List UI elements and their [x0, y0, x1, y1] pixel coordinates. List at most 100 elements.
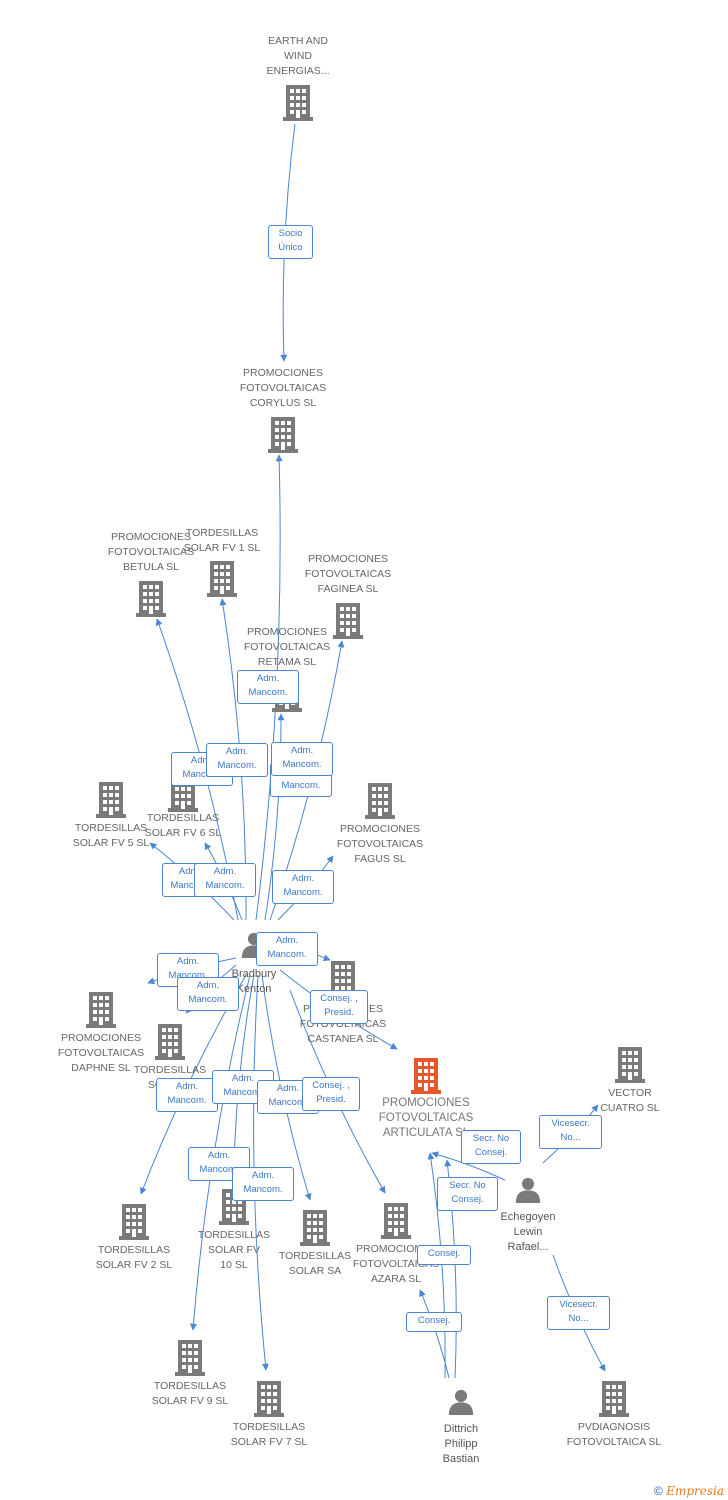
relation-label-bradbury-corylus[interactable]: Adm.Mancom. [237, 670, 299, 704]
node-label-line: ENERGIAS... [266, 65, 330, 77]
relation-label-line: Mancom. [243, 1184, 283, 1195]
person-icon-echegoyen[interactable] [515, 1177, 541, 1203]
node-label-line: TORDESILLAS [146, 812, 220, 824]
relation-label-bradbury-fv7[interactable]: Adm.Mancom. [232, 1167, 294, 1201]
building-icon-fv2[interactable] [119, 1204, 149, 1240]
relation-label-bradbury-azara[interactable]: Consej. ,Presid. [302, 1077, 360, 1111]
node-label-line: Bastian [442, 1453, 480, 1465]
node-label-line: FOTOVOLTAICAS [107, 546, 195, 558]
relation-label-line: Mancom. [281, 780, 321, 791]
node-label-line: WIND [284, 50, 312, 62]
relation-label-bradbury-fagus[interactable]: Adm.Mancom. [272, 870, 334, 904]
relation-label-line: Adm. [196, 980, 220, 991]
building-icon-articulata[interactable] [411, 1058, 441, 1094]
node-label-line: CASTANEA SL [307, 1033, 379, 1045]
relation-label-line: Presid. [324, 1007, 354, 1018]
relation-label-line: Mancom. [182, 769, 222, 780]
relation-label-line: Mancom. [223, 1087, 263, 1098]
node-label-line: BETULA SL [122, 561, 180, 573]
relation-label-line: Adm. [275, 935, 299, 946]
relation-label-bradbury-retama[interactable]: Adm.Mancom. [271, 742, 333, 776]
relation-label-line: Adm. [231, 1073, 255, 1084]
building-icon-betula[interactable] [136, 581, 166, 617]
relation-label-bradbury-fv2[interactable]: Adm.Mancom. [156, 1078, 218, 1112]
node-label-line: TORDESILLAS [153, 1380, 227, 1392]
node-label-line: FAGUS SL [354, 853, 406, 865]
node-label-line: FOTOVOLTAICA SL [566, 1436, 662, 1448]
relation-label-line: Adm. [176, 956, 200, 967]
relation-label-line: Mancom. [268, 1097, 308, 1108]
building-icon-solarsa[interactable] [300, 1210, 330, 1246]
relation-label-dittrich-azara[interactable]: Consej. [417, 1245, 471, 1265]
relation-label-line: Mancom. [168, 970, 208, 981]
node-label-line: FOTOVOLTAICAS [336, 838, 424, 850]
relation-label-line: Mancom. [267, 949, 307, 960]
building-icon-vector[interactable] [615, 1047, 645, 1083]
relation-label-echegoyen-vector[interactable]: Vicesecr.No... [539, 1115, 602, 1149]
building-icon-corylus[interactable] [268, 417, 298, 453]
relation-label-echegoyen-articulata[interactable]: Secr. No Consej. [461, 1130, 521, 1164]
relation-label-line: Adm. [256, 673, 280, 684]
node-label-line: Dittrich [443, 1423, 479, 1435]
relation-label-line: Mancom. [188, 994, 228, 1005]
building-icon-fv9[interactable] [175, 1340, 205, 1376]
relation-label-dittrich-articulata[interactable]: Consej. [406, 1312, 462, 1332]
relation-label-line: Mancom. [167, 1095, 207, 1106]
relation-label-bradbury-fv1[interactable]: Adm.Mancom. [206, 743, 268, 777]
relation-label-bradbury-solarsl[interactable]: Adm. Mancom. [177, 977, 239, 1011]
node-label-line: SOLAR FV 1 SL [183, 542, 261, 554]
relation-label-line: Consej. [474, 1147, 508, 1158]
relation-label-bradbury-fv6[interactable]: Adm.Mancom. [194, 863, 256, 897]
node-label-line: FOTOVOLTAICAS [243, 641, 331, 653]
copyright-icon: © [654, 1484, 663, 1498]
person-icon-dittrich[interactable] [448, 1389, 474, 1415]
node-label-line: FAGINEA SL [317, 583, 379, 595]
relation-label-echegoyen-pvdiag[interactable]: Vicesecr. No... [547, 1296, 610, 1330]
relation-label-line: No... [560, 1132, 581, 1143]
building-icon-fv7[interactable] [254, 1381, 284, 1417]
brand-logo-text[interactable]: Empresia [666, 1484, 724, 1498]
relation-label-bradbury-articulata[interactable]: Consej. ,Presid. [310, 990, 368, 1024]
relation-label-line: Único [278, 242, 303, 253]
node-label-line: PROMOCIONES [356, 1243, 436, 1255]
relation-label-line: Vicesecr. [559, 1299, 598, 1310]
node-label-line: ARTICULATA SL [382, 1127, 470, 1139]
building-icon-fagus[interactable] [365, 783, 395, 819]
relation-label-line: No... [568, 1313, 589, 1324]
node-label-line: FOTOVOLTAICAS [378, 1112, 474, 1124]
building-icon-daphne[interactable] [86, 992, 116, 1028]
relation-label-line: Adm. [190, 755, 214, 766]
node-label-line: TORDESILLAS [278, 1250, 352, 1262]
building-icon-earth[interactable] [283, 85, 313, 121]
relation-label-line: Socio [278, 228, 303, 239]
building-icon-azara[interactable] [381, 1203, 411, 1239]
building-icon-pvdiag[interactable] [599, 1381, 629, 1417]
relation-label-line: Secr. No [472, 1133, 510, 1144]
relation-label-line: Adm. [213, 866, 237, 877]
relation-label-bradbury-castanea[interactable]: Adm. Mancom. [256, 932, 318, 966]
